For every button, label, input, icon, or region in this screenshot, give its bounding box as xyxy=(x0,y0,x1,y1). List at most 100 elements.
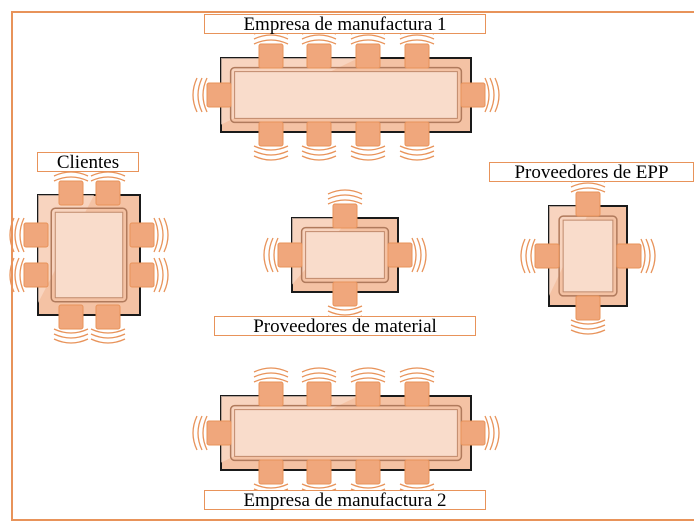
label-manufacturing-1: Empresa de manufactura 1 xyxy=(204,14,486,35)
chair-back xyxy=(158,217,164,253)
chair xyxy=(263,237,303,273)
chair xyxy=(387,237,427,273)
chair-back xyxy=(192,415,198,451)
chair xyxy=(253,29,289,69)
chair-back xyxy=(53,328,89,334)
chair-seat xyxy=(404,459,430,485)
chair-back xyxy=(399,483,435,489)
chair-back xyxy=(253,34,289,40)
chair-seat xyxy=(258,381,284,407)
chair-back xyxy=(197,77,203,113)
chair-back xyxy=(301,367,337,373)
chair-seat xyxy=(58,304,84,330)
chair-seat xyxy=(306,43,332,69)
chair xyxy=(192,77,232,113)
table-epp xyxy=(520,177,656,335)
chair xyxy=(327,281,363,321)
chair-back xyxy=(350,483,386,489)
chair-back xyxy=(197,415,203,451)
chair-back xyxy=(327,199,363,205)
label-clientes: Clientes xyxy=(37,152,139,173)
chair xyxy=(53,304,89,344)
chair-seat xyxy=(129,222,155,248)
chair-back xyxy=(19,257,25,293)
chair-back xyxy=(53,176,89,182)
chair-back xyxy=(350,39,386,45)
chair xyxy=(253,367,289,407)
chair-back xyxy=(301,155,337,161)
table-manufacturing-1 xyxy=(192,29,500,161)
chair-back xyxy=(525,238,531,274)
chair-back xyxy=(9,217,15,253)
label-manufacturing-2: Empresa de manufactura 2 xyxy=(204,490,486,511)
chair-back xyxy=(253,39,289,45)
chair-seat xyxy=(355,121,381,147)
chair-seat xyxy=(258,121,284,147)
table-clientes xyxy=(9,166,169,344)
chair-back xyxy=(484,77,490,113)
chair-back xyxy=(301,483,337,489)
chair xyxy=(301,29,337,69)
chair xyxy=(399,29,435,69)
chair-seat xyxy=(306,381,332,407)
chair xyxy=(350,121,386,161)
chair xyxy=(399,367,435,407)
chair-back xyxy=(327,194,363,200)
chair-back xyxy=(399,367,435,373)
chair-back xyxy=(411,237,417,273)
chair xyxy=(253,121,289,161)
chair-seat xyxy=(277,242,303,268)
chair-back xyxy=(263,237,269,273)
chair-back xyxy=(350,367,386,373)
chair-back xyxy=(163,217,169,253)
chair-back xyxy=(14,257,20,293)
chair-back xyxy=(19,217,25,253)
chair-back xyxy=(253,483,289,489)
chair-back xyxy=(90,171,126,177)
chair-back xyxy=(90,328,126,334)
chair-back xyxy=(253,145,289,151)
chair-back xyxy=(253,155,289,161)
chair-back xyxy=(327,310,363,316)
chair-seat xyxy=(306,459,332,485)
chair-back xyxy=(416,237,422,273)
chair-seat xyxy=(387,242,413,268)
chair xyxy=(460,415,500,451)
chair-back xyxy=(158,257,164,293)
chair-back xyxy=(570,182,606,188)
chair xyxy=(9,217,49,253)
chair-back xyxy=(301,377,337,383)
chair-back xyxy=(530,238,536,274)
chair-back xyxy=(268,237,274,273)
chair-back xyxy=(570,324,606,330)
chair xyxy=(9,257,49,293)
chair-back xyxy=(484,415,490,451)
chair-back xyxy=(399,34,435,40)
chair-seat xyxy=(355,381,381,407)
chair-back xyxy=(202,77,208,113)
chair-seat xyxy=(460,420,486,446)
chair-seat xyxy=(95,304,121,330)
chair-back xyxy=(570,319,606,325)
chair xyxy=(460,77,500,113)
chair-back xyxy=(301,145,337,151)
chair xyxy=(616,238,656,274)
chair xyxy=(192,415,232,451)
table-inner-panel xyxy=(305,231,385,279)
chair-back xyxy=(90,333,126,339)
chair-back xyxy=(163,257,169,293)
chair-back xyxy=(399,155,435,161)
chair-seat xyxy=(129,262,155,288)
chair-back xyxy=(350,155,386,161)
table-inner-panel xyxy=(234,409,458,457)
chair-seat xyxy=(404,381,430,407)
chair-back xyxy=(202,415,208,451)
chair-back xyxy=(53,171,89,177)
chair-seat xyxy=(332,203,358,229)
chair-seat xyxy=(258,459,284,485)
chair-seat xyxy=(460,82,486,108)
chair-back xyxy=(570,187,606,193)
chair-seat xyxy=(534,243,560,269)
